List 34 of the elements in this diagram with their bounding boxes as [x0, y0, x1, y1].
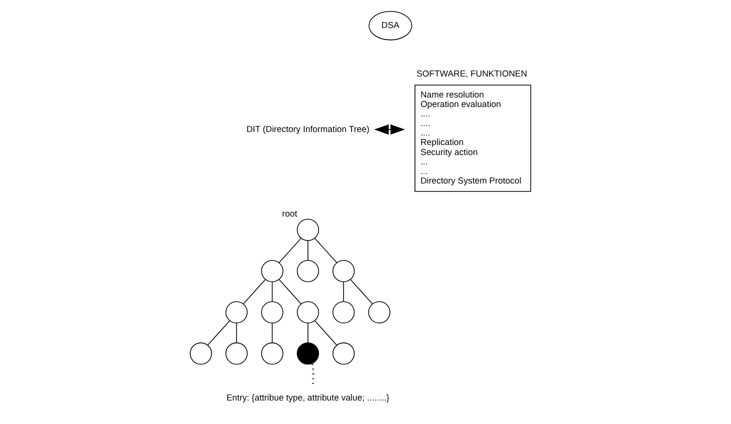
- connector: [314, 320, 337, 346]
- node-text: DIT (Directory Information Tree): [246, 124, 369, 134]
- connector: [310, 363, 314, 384]
- node-box: Name resolution Operation evaluation .... .... .... Replication Security action ... ... Directory System Protocol: [414, 84, 531, 192]
- node-circle: [332, 260, 354, 282]
- node-circle: [296, 342, 319, 365]
- node-circle: [332, 301, 354, 324]
- node-circle: [332, 342, 354, 365]
- node-circle: [296, 260, 319, 282]
- node-circle: [224, 301, 248, 324]
- node-circle: [224, 342, 248, 365]
- node-circle: [296, 218, 319, 241]
- arrow: [374, 124, 405, 135]
- node-label: root: [282, 208, 297, 219]
- node-label: SOFTWARE, FUNKTIONEN: [416, 68, 527, 78]
- connector: [314, 238, 337, 264]
- node-circle: [296, 301, 319, 324]
- node-circle: [260, 301, 283, 324]
- node-circle: [189, 342, 212, 365]
- connector: [342, 281, 344, 302]
- connector: [350, 279, 372, 304]
- node-circle: [368, 301, 390, 324]
- node-ellipse: DSA: [368, 11, 412, 40]
- connector: [278, 279, 301, 304]
- node-circle: [260, 260, 283, 282]
- connector: [278, 238, 301, 264]
- connector: [307, 240, 308, 261]
- connector: [271, 322, 272, 343]
- connector: [307, 322, 308, 343]
- node-text: Entry: {attribue type, attribute value; ........}: [226, 392, 389, 403]
- connector: [271, 281, 272, 302]
- node-circle: [260, 342, 283, 365]
- connector: [242, 279, 266, 304]
- connector: [206, 320, 230, 346]
